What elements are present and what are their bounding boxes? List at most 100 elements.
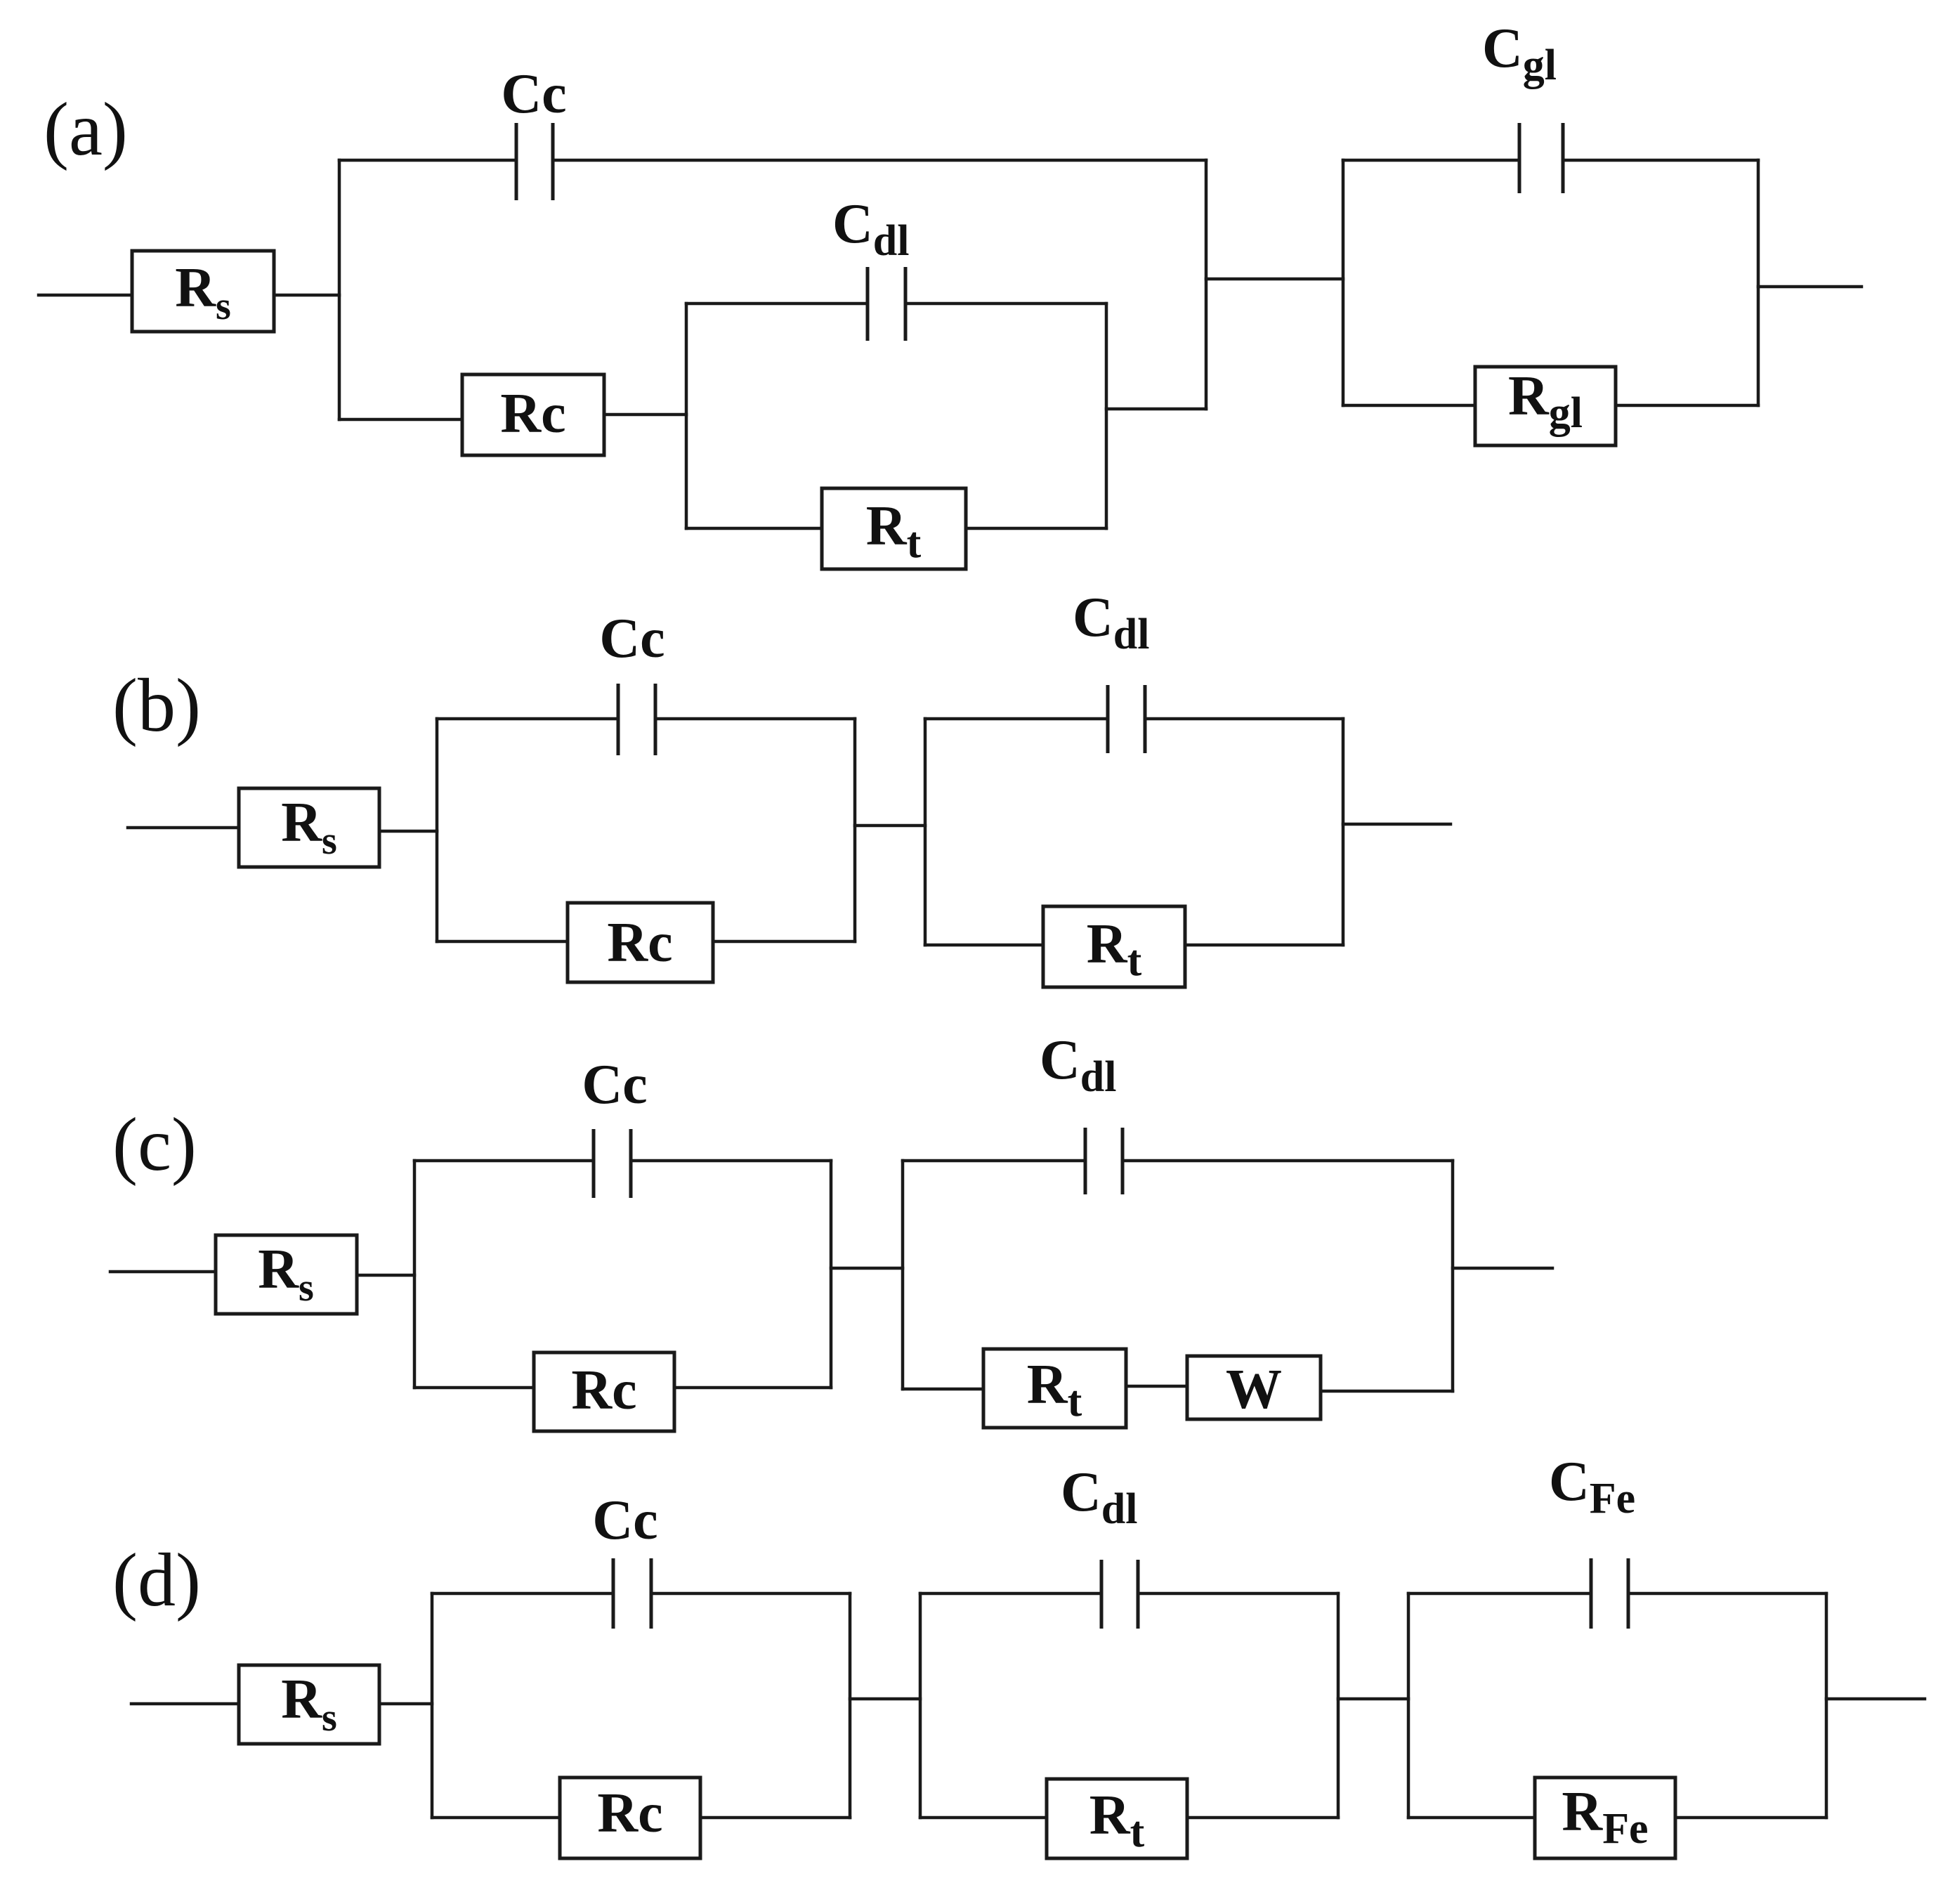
label-sub: dl: [1080, 1053, 1117, 1101]
svg-text:Rs: Rs: [281, 1669, 337, 1740]
svg-text:Cdl: Cdl: [832, 193, 910, 265]
label-sub: s: [322, 819, 337, 863]
svg-text:Cc: Cc: [592, 1489, 657, 1551]
label-sub: t: [1130, 1808, 1145, 1856]
label-main: Cc: [599, 608, 665, 670]
label-main: Rc: [571, 1359, 636, 1421]
label-main: R: [175, 257, 216, 319]
panel-label-c: (c): [112, 1103, 197, 1187]
svg-text:Cc: Cc: [501, 63, 566, 125]
svg-text:Rs: Rs: [258, 1239, 314, 1310]
label-main: C: [1549, 1451, 1590, 1513]
resistor-rc-d: Rc: [558, 1775, 702, 1860]
label-main: Cc: [582, 1054, 647, 1116]
circuit-c: (c) Rs Cc Rc: [108, 1029, 1555, 1433]
label-sub: Fe: [1590, 1475, 1635, 1522]
svg-text:RFe: RFe: [1562, 1781, 1648, 1853]
resistor-rt-d: Rt: [1045, 1777, 1189, 1860]
label-main: R: [1027, 1354, 1068, 1416]
svg-text:Rt: Rt: [866, 495, 922, 567]
label-main: Rc: [500, 383, 565, 445]
resistor-rc-c: Rc: [532, 1350, 676, 1433]
svg-text:CFe: CFe: [1549, 1451, 1635, 1522]
resistor-rfe-d: RFe: [1533, 1775, 1677, 1860]
label-main: R: [1089, 1785, 1131, 1846]
label-main: Cc: [501, 63, 566, 125]
capacitor-cc-b: Cc: [599, 608, 665, 755]
label-sub: dl: [1113, 611, 1150, 658]
label-main: C: [832, 193, 873, 255]
label-main: R: [258, 1239, 299, 1300]
resistor-rt-c: Rt: [981, 1347, 1128, 1430]
label-main: R: [1087, 913, 1128, 975]
label-main: C: [1482, 18, 1523, 79]
label-sub: s: [216, 285, 231, 328]
svg-text:Rs: Rs: [281, 792, 337, 863]
label-sub: s: [322, 1696, 337, 1740]
svg-text:Rs: Rs: [175, 257, 231, 328]
warburg-element-w-c: W: [1185, 1354, 1323, 1421]
panel-label-d: (d): [112, 1539, 201, 1622]
svg-text:Cgl: Cgl: [1482, 18, 1557, 89]
capacitor-cc-d: Cc: [592, 1489, 658, 1629]
label-sub: t: [907, 519, 922, 567]
svg-text:Cdl: Cdl: [1061, 1461, 1138, 1533]
svg-text:Rgl: Rgl: [1508, 365, 1583, 437]
resistor-rs-a: Rs: [130, 249, 276, 334]
svg-text:Cc: Cc: [599, 608, 665, 670]
svg-text:Rc: Rc: [571, 1359, 636, 1421]
label-main: Rc: [597, 1782, 662, 1844]
label-main: Rc: [607, 912, 672, 974]
svg-text:Rc: Rc: [500, 383, 565, 445]
resistor-rc-b: Rc: [565, 901, 715, 984]
label-main: C: [1040, 1029, 1080, 1091]
label-main: W: [1226, 1359, 1282, 1421]
capacitor-cdl-d: Cdl: [1061, 1461, 1140, 1629]
capacitor-cfe-d: CFe: [1549, 1451, 1635, 1629]
label-main: R: [281, 792, 322, 854]
label-sub: dl: [1101, 1485, 1138, 1533]
label-sub: s: [299, 1266, 314, 1310]
panel-label-b: (b): [112, 664, 201, 748]
svg-text:Cc: Cc: [582, 1054, 647, 1116]
svg-text:Rt: Rt: [1087, 913, 1142, 985]
circuit-d: (d) Rs Cc Rc: [112, 1451, 1927, 1860]
panel-label-a: (a): [44, 88, 128, 171]
resistor-rc-a: Rc: [460, 372, 606, 457]
circuit-a: (a) Rs Cc: [37, 18, 1864, 571]
capacitor-cdl-b: Cdl: [1073, 587, 1150, 753]
label-main: R: [1508, 365, 1550, 427]
svg-text:Rt: Rt: [1027, 1354, 1082, 1426]
resistor-rt-b: Rt: [1041, 904, 1187, 989]
resistor-rs-d: Rs: [237, 1663, 381, 1746]
label-main: R: [281, 1669, 322, 1730]
capacitor-cdl-a: Cdl: [832, 193, 910, 341]
label-main: R: [1562, 1781, 1603, 1843]
svg-text:Rc: Rc: [607, 912, 672, 974]
label-main: C: [1073, 587, 1113, 648]
resistor-rgl-a: Rgl: [1473, 365, 1618, 448]
resistor-rs-b: Rs: [237, 786, 381, 869]
capacitor-cc-a: Cc: [501, 63, 567, 200]
label-main: Cc: [592, 1489, 657, 1551]
capacitor-cc-c: Cc: [582, 1054, 648, 1198]
label-sub: Fe: [1602, 1805, 1648, 1853]
svg-text:Cdl: Cdl: [1040, 1029, 1117, 1101]
svg-text:Cdl: Cdl: [1073, 587, 1150, 658]
svg-text:Rc: Rc: [597, 1782, 662, 1844]
label-main: C: [1061, 1461, 1101, 1523]
capacitor-cgl-a: Cgl: [1482, 18, 1565, 193]
resistor-rt-a: Rt: [820, 486, 968, 571]
resistor-rs-c: Rs: [214, 1233, 359, 1316]
svg-text:Rt: Rt: [1089, 1785, 1145, 1856]
svg-text:W: W: [1226, 1359, 1282, 1421]
label-main: R: [866, 495, 908, 557]
label-sub: dl: [873, 217, 910, 265]
circuit-b: (b) Rs Cc Rc Cdl: [112, 587, 1453, 989]
label-sub: gl: [1523, 41, 1557, 89]
label-sub: gl: [1549, 389, 1583, 437]
capacitor-cdl-c: Cdl: [1040, 1029, 1125, 1194]
label-sub: t: [1068, 1378, 1082, 1426]
label-sub: t: [1127, 937, 1142, 985]
